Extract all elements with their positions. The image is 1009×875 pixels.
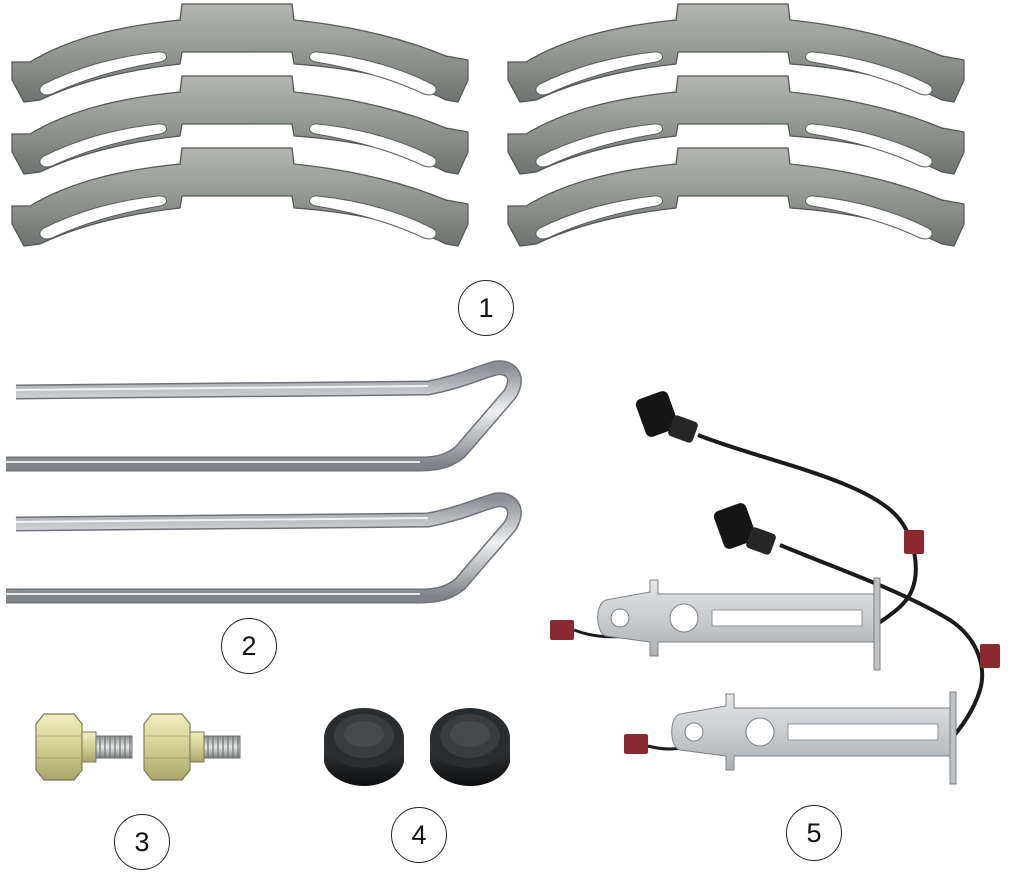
callout-3: 3	[114, 814, 170, 870]
spring-clip	[11, 3, 469, 103]
wear-sensor-set	[540, 380, 1000, 790]
sensor-plate	[671, 691, 957, 785]
retaining-pin-icon	[0, 360, 530, 610]
guide-bolt-set	[30, 708, 260, 788]
callout-1: 1	[458, 280, 514, 336]
callout-2: 2	[221, 618, 277, 674]
sensor-plug	[713, 503, 776, 555]
callout-5: 5	[786, 805, 842, 861]
retaining-pin-set	[0, 360, 530, 610]
callout-4: 4	[391, 807, 447, 863]
rubber-cap	[324, 708, 404, 786]
spring-clip-set	[0, 0, 1009, 260]
rubber-cap-icon	[324, 708, 510, 786]
sensor-plug	[635, 391, 698, 443]
spring-clip-icon	[11, 3, 965, 247]
guide-bolt	[35, 713, 133, 781]
rubber-cap-set	[318, 700, 528, 790]
retaining-pin	[6, 360, 522, 472]
sensor-plate	[597, 577, 881, 671]
wear-sensor-icon	[550, 391, 1000, 785]
guide-bolt-icon	[35, 713, 241, 781]
